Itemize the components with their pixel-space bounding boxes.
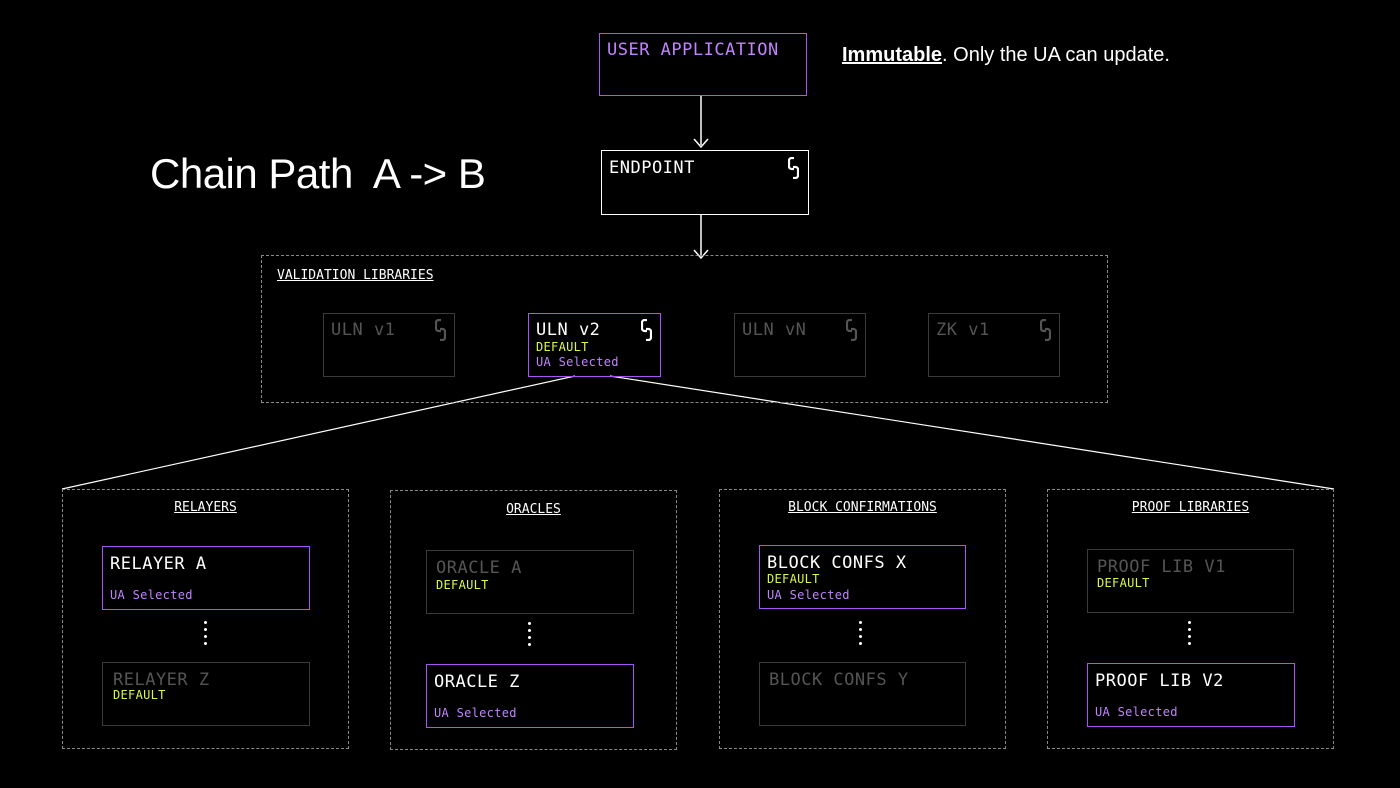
oracle-a-box[interactable]: ORACLE A DEFAULT bbox=[426, 550, 634, 614]
relayer-a-label: RELAYER A bbox=[110, 554, 207, 574]
zk-v1-label: ZK v1 bbox=[936, 320, 990, 340]
link-chain-icon bbox=[1040, 319, 1051, 341]
user-application-box[interactable]: USER APPLICATION bbox=[599, 33, 807, 96]
link-chain-icon bbox=[846, 319, 857, 341]
default-tag: DEFAULT bbox=[113, 688, 166, 702]
oracles-panel: ORACLES bbox=[390, 490, 677, 750]
endpoint-label: ENDPOINT bbox=[609, 158, 695, 178]
proof-lib-v2-label: PROOF LIB V2 bbox=[1095, 671, 1224, 691]
ua-selected-tag: UA Selected bbox=[1095, 705, 1178, 719]
more-ellipsis bbox=[528, 622, 532, 650]
ua-selected-tag: UA Selected bbox=[110, 588, 193, 602]
block-confirmations-title: BLOCK CONFIRMATIONS bbox=[788, 500, 937, 515]
block-confirmations-panel: BLOCK CONFIRMATIONS bbox=[719, 489, 1006, 749]
default-tag: DEFAULT bbox=[1097, 576, 1150, 590]
link-chain-icon bbox=[788, 157, 799, 179]
block-confs-y-box[interactable]: BLOCK CONFS Y bbox=[759, 662, 966, 726]
more-ellipsis bbox=[859, 621, 863, 649]
note-rest: . Only the UA can update. bbox=[942, 44, 1170, 66]
proof-libraries-title: PROOF LIBRARIES bbox=[1131, 500, 1250, 515]
validation-libraries-panel: VALIDATION LIBRARIES bbox=[261, 255, 1108, 403]
uln-v2-box[interactable]: ULN v2 DEFAULT UA Selected bbox=[528, 313, 661, 377]
user-application-label: USER APPLICATION bbox=[607, 40, 779, 60]
uln-v2-label: ULN v2 bbox=[536, 320, 601, 340]
oracles-title: ORACLES bbox=[506, 502, 561, 517]
more-ellipsis bbox=[1188, 621, 1192, 649]
default-tag: DEFAULT bbox=[436, 578, 489, 592]
zk-v1-box[interactable]: ZK v1 bbox=[928, 313, 1060, 377]
block-confs-y-label: BLOCK CONFS Y bbox=[769, 670, 909, 690]
proof-lib-v1-box[interactable]: PROOF LIB V1 DEFAULT bbox=[1087, 549, 1294, 613]
uln-v1-label: ULN v1 bbox=[331, 320, 396, 340]
oracle-z-label: ORACLE Z bbox=[434, 672, 520, 692]
proof-libraries-panel: PROOF LIBRARIES bbox=[1047, 489, 1334, 749]
oracle-z-box[interactable]: ORACLE Z UA Selected bbox=[426, 664, 634, 728]
page-title: Chain Path A -> B bbox=[150, 150, 486, 197]
uln-vn-box[interactable]: ULN vN bbox=[734, 313, 866, 377]
endpoint-box[interactable]: ENDPOINT bbox=[601, 150, 809, 215]
link-chain-icon bbox=[641, 319, 652, 341]
oracle-a-label: ORACLE A bbox=[436, 558, 522, 578]
uln-v1-box[interactable]: ULN v1 bbox=[323, 313, 455, 377]
block-confs-x-box[interactable]: BLOCK CONFS X DEFAULT UA Selected bbox=[759, 545, 966, 609]
ua-selected-tag: UA Selected bbox=[434, 706, 517, 720]
uln-vn-label: ULN vN bbox=[742, 320, 807, 340]
proof-lib-v2-box[interactable]: PROOF LIB V2 UA Selected bbox=[1087, 663, 1295, 727]
validation-libraries-title: VALIDATION LIBRARIES bbox=[277, 268, 434, 283]
block-confs-x-label: BLOCK CONFS X bbox=[767, 553, 907, 573]
immutable-note: Immutable. Only the UA can update. bbox=[842, 44, 1170, 67]
default-tag: DEFAULT bbox=[536, 340, 589, 354]
default-tag: DEFAULT bbox=[767, 572, 820, 586]
ua-selected-tag: UA Selected bbox=[536, 355, 619, 369]
link-chain-icon bbox=[435, 319, 446, 341]
relayer-z-label: RELAYER Z bbox=[113, 670, 210, 690]
relayers-title: RELAYERS bbox=[174, 500, 237, 515]
note-strong: Immutable bbox=[842, 44, 943, 66]
more-ellipsis bbox=[204, 621, 208, 649]
ua-selected-tag: UA Selected bbox=[767, 588, 850, 602]
proof-lib-v1-label: PROOF LIB V1 bbox=[1097, 557, 1226, 577]
relayer-a-box[interactable]: RELAYER A UA Selected bbox=[102, 546, 310, 610]
relayers-panel: RELAYERS bbox=[62, 489, 349, 749]
relayer-z-box[interactable]: RELAYER Z DEFAULT bbox=[102, 662, 310, 726]
